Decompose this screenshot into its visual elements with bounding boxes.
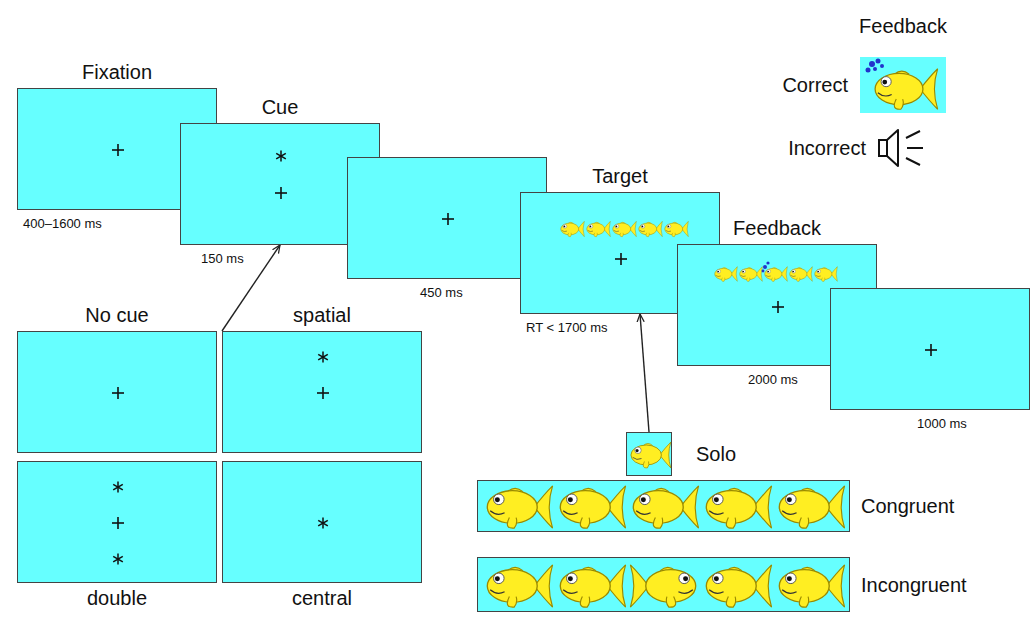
screen-illustration xyxy=(18,462,216,582)
screen-illustration xyxy=(478,558,849,611)
stimulus-box: Congruent xyxy=(477,480,850,532)
screen-box: double xyxy=(17,461,217,583)
stimulus-box: Solo xyxy=(626,432,672,476)
screen-heading: Feedback xyxy=(733,217,821,240)
screen-illustration xyxy=(831,289,1029,409)
stimulus-box: Incongruent xyxy=(477,557,850,612)
cue-type-label: double xyxy=(87,587,147,610)
screen-illustration xyxy=(223,462,421,582)
legend-heading: Feedback xyxy=(859,15,947,38)
screen-box: 450 ms xyxy=(347,157,547,279)
correct-feedback-sample xyxy=(860,57,946,113)
duration-label: RT < 1700 ms xyxy=(526,321,608,336)
screen-box: No cue xyxy=(17,331,217,453)
duration-label: 1000 ms xyxy=(917,417,967,432)
cue-type-label: No cue xyxy=(85,304,148,327)
screen-heading: Target xyxy=(592,165,648,188)
screen-box: spatial xyxy=(222,331,422,453)
screen-illustration xyxy=(18,332,216,452)
screen-box: central xyxy=(222,461,422,583)
cue-type-label: central xyxy=(292,587,352,610)
duration-label: 2000 ms xyxy=(748,373,798,388)
duration-label: 150 ms xyxy=(201,252,244,267)
screen-heading: Cue xyxy=(262,96,299,119)
legend-text: Incorrect xyxy=(788,137,866,160)
screen-illustration xyxy=(478,481,849,531)
flanker-type-label: Solo xyxy=(696,443,736,466)
screen-box: 1000 ms xyxy=(830,288,1030,410)
legend-text: Correct xyxy=(782,74,848,97)
screen-heading: Fixation xyxy=(82,61,152,84)
duration-label: 450 ms xyxy=(420,286,463,301)
incorrect-sound-icon xyxy=(876,126,932,170)
screen-illustration xyxy=(223,332,421,452)
cue-type-label: spatial xyxy=(293,304,351,327)
flanker-type-label: Incongruent xyxy=(861,573,967,596)
screen-illustration xyxy=(627,433,671,475)
flanker-type-label: Congruent xyxy=(861,495,954,518)
duration-label: 400–1600 ms xyxy=(23,217,102,232)
pointer-arrow xyxy=(640,314,649,432)
screen-illustration xyxy=(348,158,546,278)
